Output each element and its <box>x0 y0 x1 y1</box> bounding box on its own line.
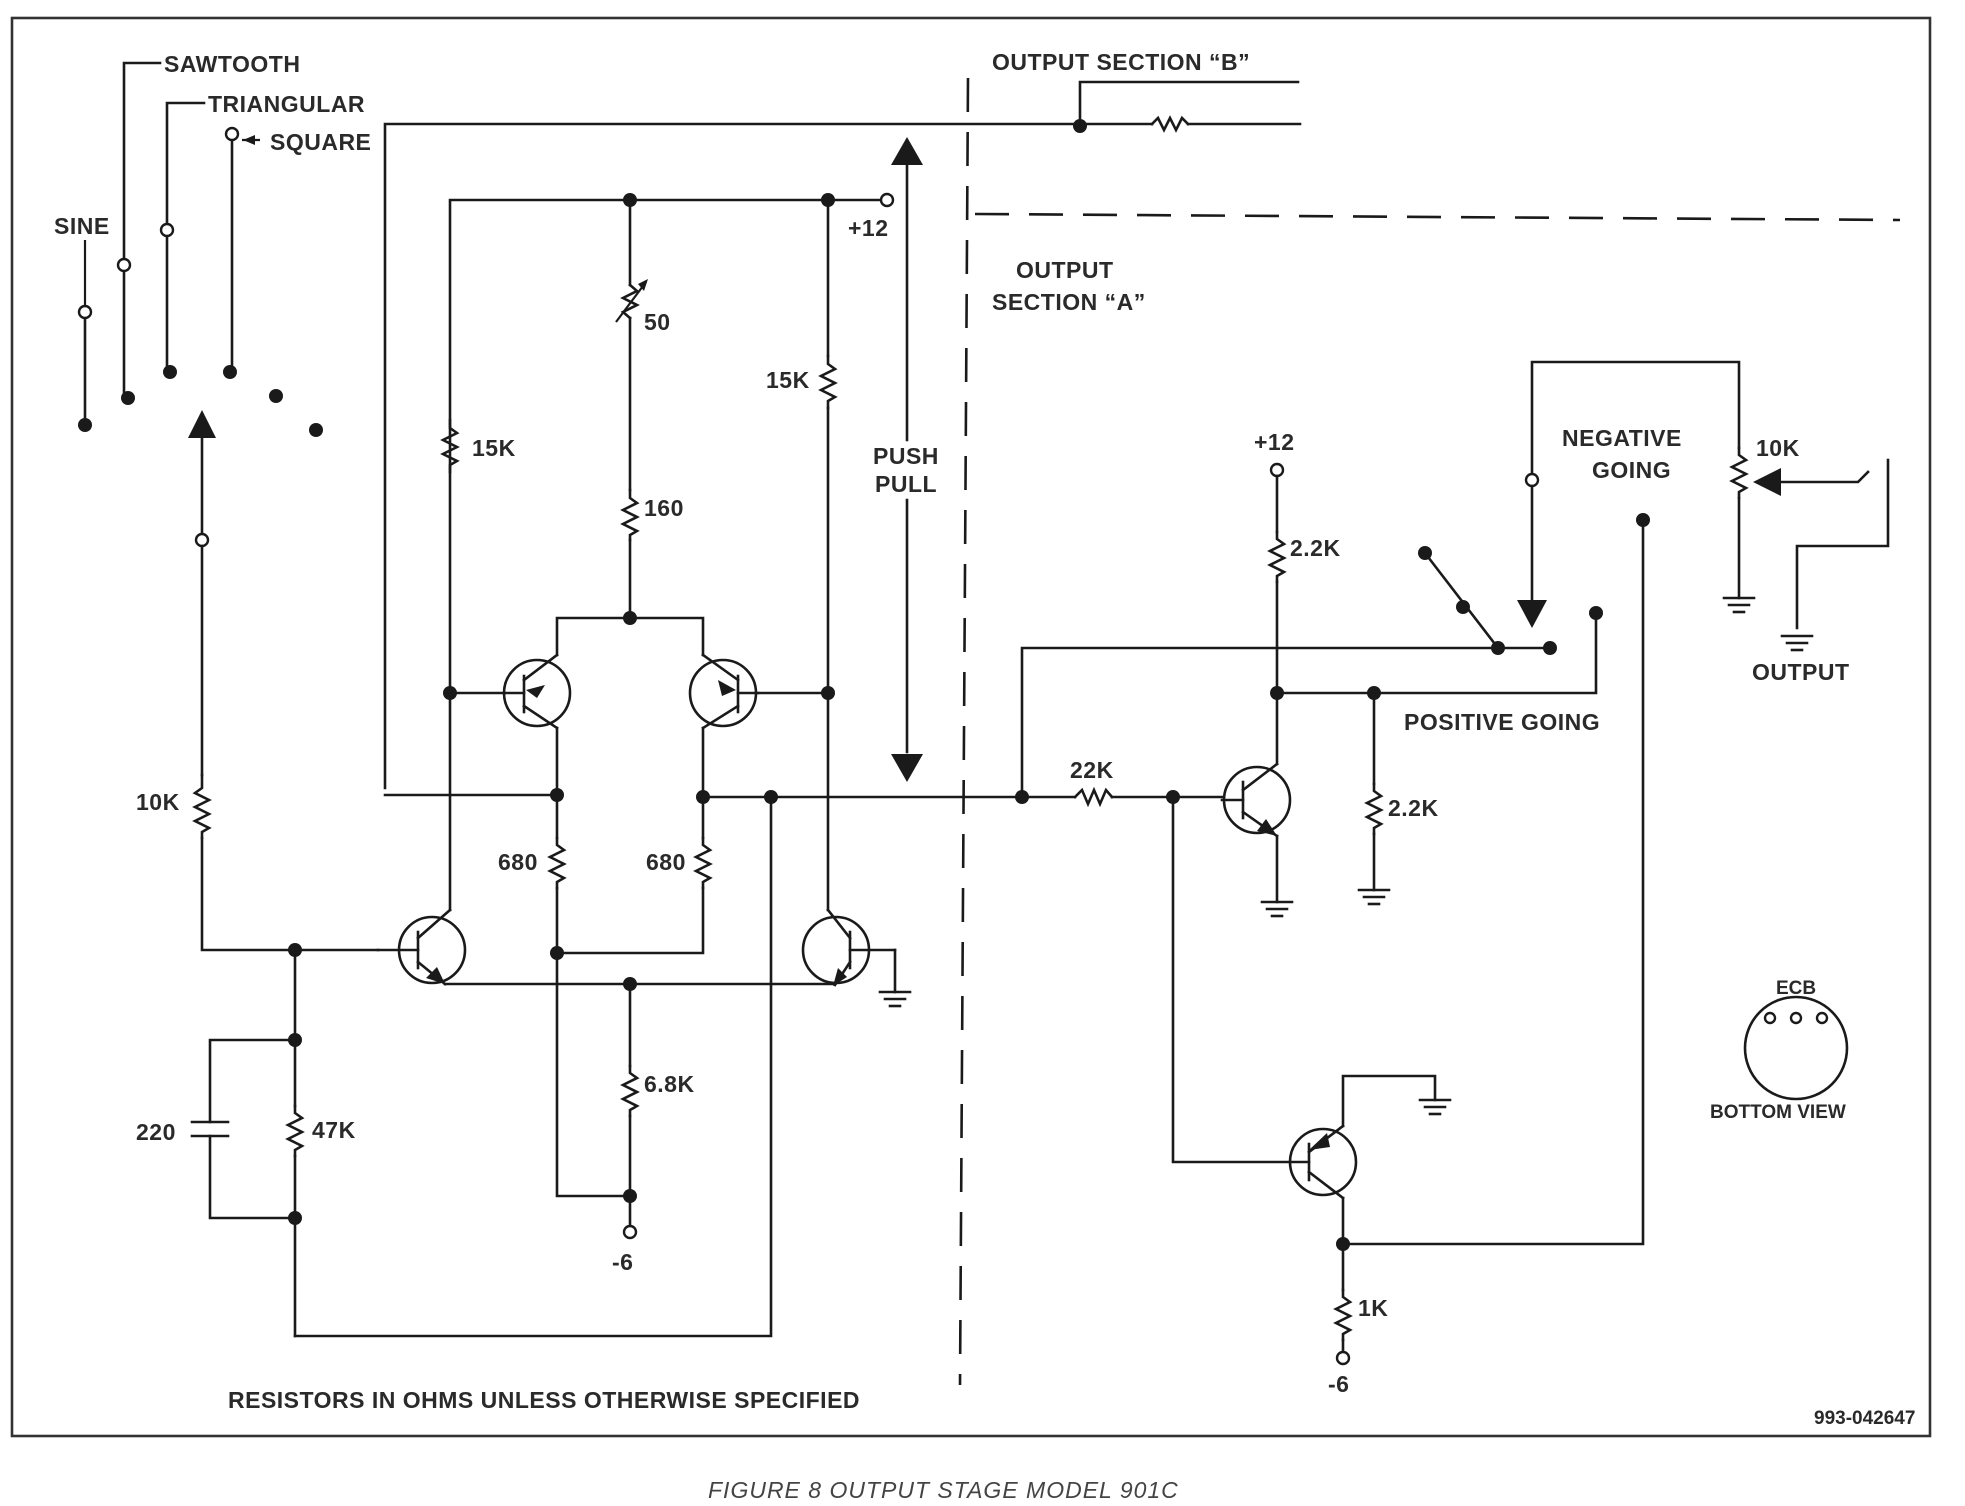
transistor-q-upper-right <box>688 653 760 730</box>
label-positive-going: POSITIVE GOING <box>1404 709 1600 735</box>
label-triangular: TRIANGULAR <box>208 91 365 117</box>
label-r680-right: 680 <box>646 849 686 875</box>
label-pot10k: 10K <box>1756 435 1800 461</box>
transistor-q-lower-right <box>801 908 897 987</box>
label-r47k: 47K <box>312 1117 356 1143</box>
section-divider-vertical <box>958 77 970 1386</box>
label-r50: 50 <box>644 309 671 335</box>
label-r2-2k-top: 2.2K <box>1290 535 1341 561</box>
label-plus12-top: +12 <box>848 215 889 241</box>
label-r15k-right: 15K <box>766 367 810 393</box>
label-output-section-b: OUTPUT SECTION “B” <box>992 49 1250 75</box>
label-negative: NEGATIVE <box>1562 425 1682 451</box>
label-output: OUTPUT <box>1752 659 1850 685</box>
ground-symbol <box>1260 900 1294 918</box>
label-r2-2k-bottom: 2.2K <box>1388 795 1439 821</box>
diagram-frame <box>10 16 1932 1438</box>
section-divider-horizontal <box>974 212 1901 222</box>
label-r680-left: 680 <box>498 849 538 875</box>
waveform-selector-switch <box>77 61 323 548</box>
transistor-q-output-driver <box>1220 762 1292 838</box>
label-sine: SINE <box>54 213 110 239</box>
label-output-section-a-line1: OUTPUT <box>1016 257 1114 283</box>
label-output-section-a-line2: SECTION “A” <box>992 289 1146 315</box>
transistor-q-upper-left <box>502 653 572 730</box>
ground-symbol <box>1357 888 1391 906</box>
label-going: GOING <box>1592 457 1671 483</box>
ecb-bottom-view-icon <box>1743 995 1849 1101</box>
label-r160: 160 <box>644 495 684 521</box>
part-number: 993-042647 <box>1814 1408 1915 1429</box>
label-minus6-right: -6 <box>1328 1371 1349 1397</box>
ground-symbol <box>1780 634 1814 652</box>
figure-caption: FIGURE 8 OUTPUT STAGE MODEL 901C <box>708 1477 1179 1503</box>
label-r6-8k: 6.8K <box>644 1071 695 1097</box>
ground-symbol <box>1722 596 1756 614</box>
label-c220: 220 <box>136 1119 176 1145</box>
note-resistors-in-ohms: RESISTORS IN OHMS UNLESS OTHERWISE SPECI… <box>228 1387 860 1413</box>
label-pull: PULL <box>875 471 937 497</box>
ground-symbol <box>1418 1098 1452 1116</box>
label-r10k-left: 10K <box>136 789 180 815</box>
label-sawtooth: SAWTOOTH <box>164 51 300 77</box>
ground-symbol <box>878 990 912 1008</box>
label-push: PUSH <box>873 443 939 469</box>
label-square: SQUARE <box>270 129 371 155</box>
label-r15k-left: 15K <box>472 435 516 461</box>
label-r1k: 1K <box>1358 1295 1388 1321</box>
label-bottom-view: BOTTOM VIEW <box>1710 1102 1846 1123</box>
label-ecb: ECB <box>1776 978 1816 999</box>
label-r22k: 22K <box>1070 757 1114 783</box>
label-minus6-left: -6 <box>612 1249 633 1275</box>
transistor-q-lower-left <box>376 908 467 986</box>
label-plus12-right: +12 <box>1254 429 1295 455</box>
transistor-q-output-lower <box>1288 1124 1358 1200</box>
